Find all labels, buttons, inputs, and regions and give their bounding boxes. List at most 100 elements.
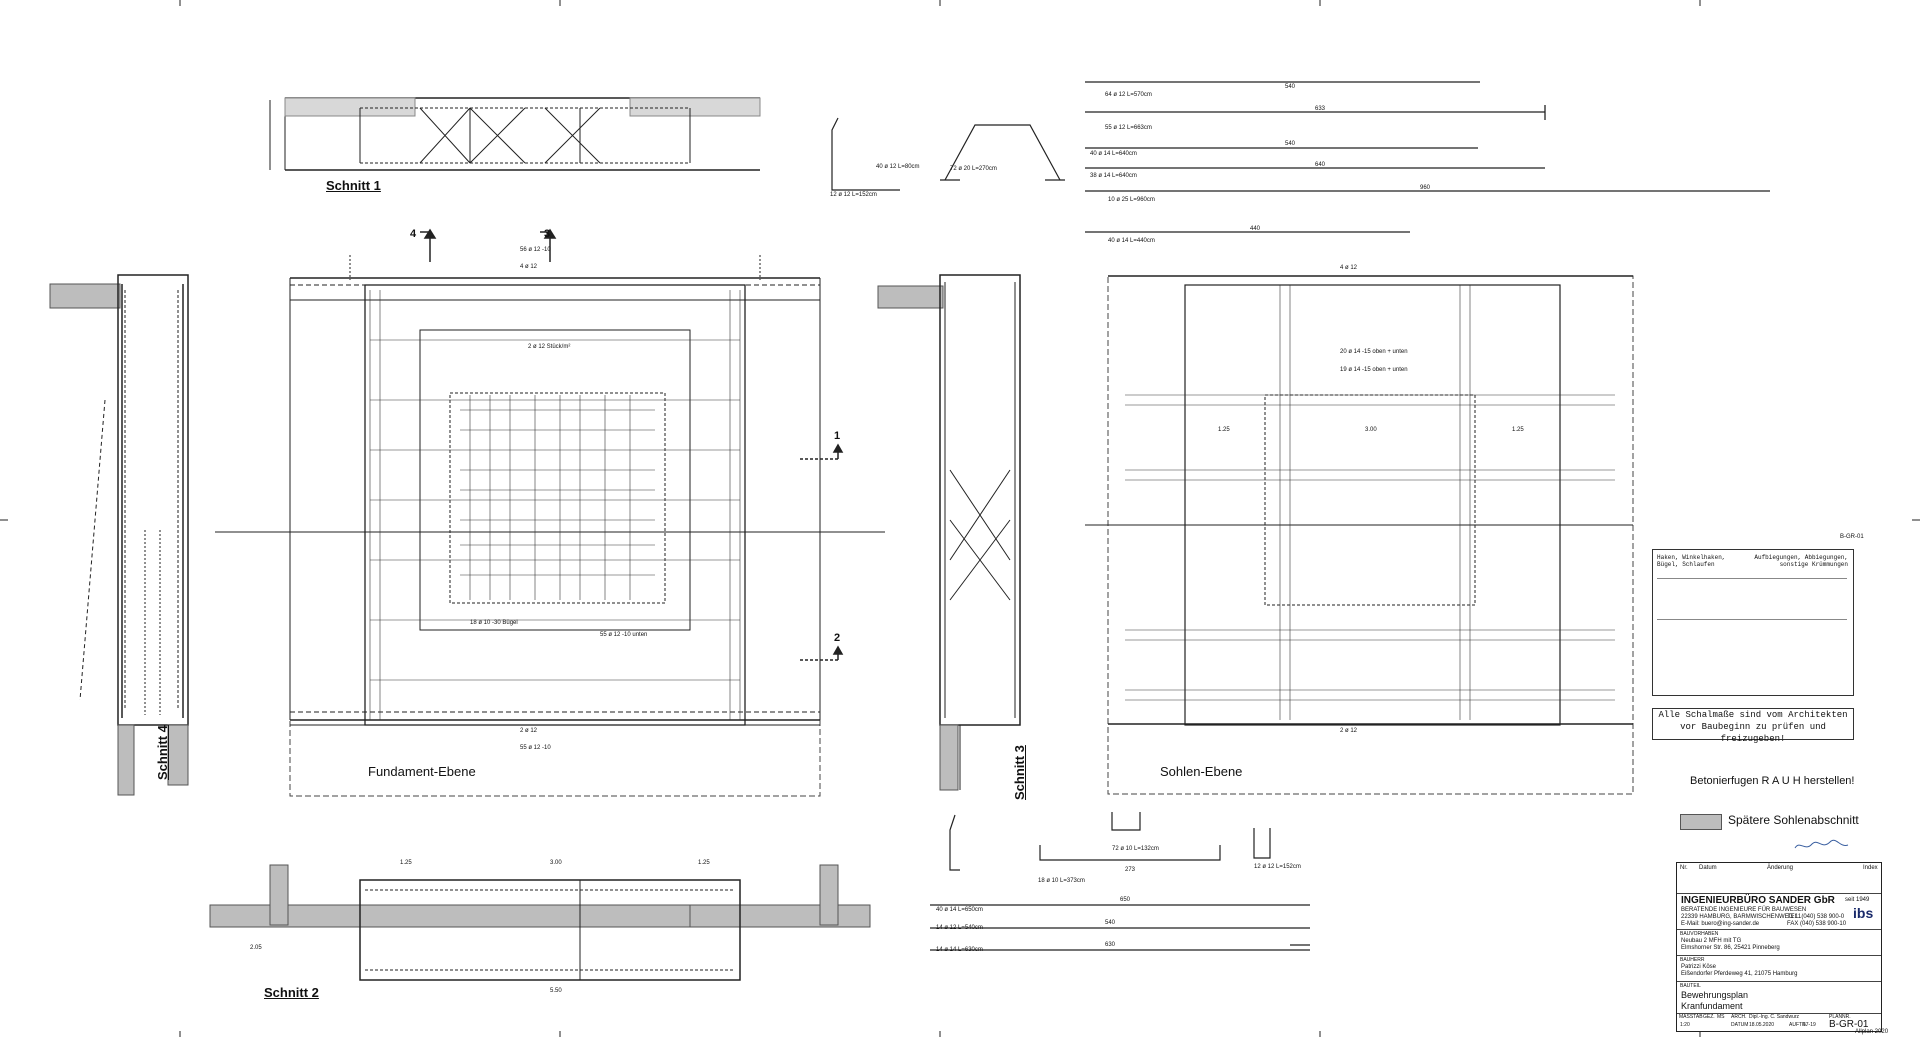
fundament-plan-title: Fundament-Ebene (368, 764, 476, 779)
section-marker-3: 3 (544, 228, 551, 240)
bend-table-shapes (1657, 578, 1847, 620)
tb-plannr: B-GR-01 (1829, 1019, 1869, 1030)
tb-massstab: 1:20 (1680, 1022, 1690, 1028)
schnitt-2-title: Schnitt 2 (264, 985, 319, 1000)
tb-auftr-label: AUFTR. (1789, 1022, 1808, 1028)
sohlen-plan-title: Sohlen-Ebene (1160, 764, 1243, 779)
schnitt-4-title: Schnitt 4 (155, 725, 170, 780)
tb-bauteil-label: BAUTEIL (1680, 983, 1701, 989)
dim-label: 273 (1125, 867, 1136, 873)
bar-shape-details (831, 117, 1065, 191)
plan-label: 2 ø 12 (1340, 728, 1358, 734)
tb-bauvorhaben-label: BAUVORHABEN (1680, 931, 1719, 937)
legend-swatch (1680, 814, 1722, 830)
dim-label: 540 (1105, 920, 1116, 926)
bar-label: 12 ø 12 L=152cm (830, 192, 877, 198)
dim-label: 540 (1285, 84, 1296, 90)
dim-label: 5.50 (550, 988, 562, 994)
plan-label: 56 ø 12 -10 (520, 247, 551, 253)
plan-label: 18 ø 10 -30 Bügel (470, 620, 518, 626)
bar-label: 40 ø 12 L=80cm (876, 164, 920, 170)
plan-label: 55 ø 12 -10 (520, 745, 551, 751)
section-marker-1: 1 (834, 430, 841, 442)
tb-col-datum: Datum (1699, 865, 1717, 871)
tb-plannr-label: PLANNR. (1829, 1014, 1851, 1020)
bending-table: Haken, Winkelhaken, Bügel, Schlaufen Auf… (1652, 549, 1854, 696)
dim-label: 633 (1315, 106, 1326, 112)
tb-massstab-label: MASSTAB (1679, 1014, 1703, 1020)
tb-bauherr-1: Patrizzi Köse (1681, 964, 1717, 970)
tb-ges: MS (1717, 1014, 1725, 1020)
tb-col-nr: Nr. (1680, 865, 1688, 871)
tb-col-index: Index (1863, 865, 1878, 871)
tb-datum: 18.05.2020 (1749, 1022, 1775, 1028)
plan-label: 2 ø 12 (520, 728, 538, 734)
bar-label: 40 ø 14 L=640cm (1090, 151, 1137, 157)
fundament-plan (215, 255, 885, 797)
tb-bauteil-1: Bewehrungsplan (1681, 990, 1749, 1000)
title-block: Nr. Datum Änderung Index INGENIEURBÜRO S… (1676, 862, 1882, 1032)
legend-label: Spätere Sohlenabschnitt (1728, 813, 1859, 827)
bar-list-lines-bottom (930, 904, 1310, 951)
dim-label: 1.25 (400, 860, 412, 866)
tb-arch: Dipl.-Ing. C. Sandwurz (1749, 1014, 1800, 1020)
plan-label: 2 ø 12 Stück/m² (528, 344, 571, 350)
tb-fax: FAX (040) 538 900-10 (1787, 921, 1847, 927)
dim-label: 1.25 (1218, 427, 1230, 433)
bar-label: 72 ø 10 L=132cm (1112, 846, 1159, 852)
dim-label: 1.25 (698, 860, 710, 866)
tb-addr: 22339 HAMBURG, BARMWISCHENWEG 11 (1681, 914, 1802, 920)
software-label: Allplan 2020 (1855, 1029, 1889, 1035)
sohlen-plan (1085, 275, 1634, 795)
bar-label: 14 ø 12 L=540cm (936, 925, 983, 931)
section-arrows (420, 228, 844, 661)
dim-label: 630 (1105, 942, 1116, 948)
signature-mark (1794, 839, 1849, 849)
tb-bauvorhaben-2: Elmshorner Str. 86, 25421 Pinneberg (1681, 945, 1780, 951)
tb-auftr: 57-19 (1803, 1022, 1816, 1028)
bend-table-header-right: Aufbiegungen, Abbiegungen, sonstige Krüm… (1754, 554, 1848, 568)
tb-tel: TEL. (040) 538 900-0 (1787, 914, 1845, 920)
schnitt-3-drawing (877, 274, 1021, 791)
bar-shape-details-bottom (949, 812, 1271, 871)
dim-label: 1.25 (1512, 427, 1524, 433)
section-marker-2: 2 (834, 632, 841, 644)
plan-label: 19 ø 14 -15 oben + unten (1340, 367, 1408, 373)
dim-label: 540 (1285, 141, 1296, 147)
bar-label: 72 ø 20 L=270cm (950, 166, 997, 172)
plan-label: 4 ø 12 (520, 264, 538, 270)
bar-label: 12 ø 12 L=152cm (1254, 864, 1301, 870)
schnitt-1-title: Schnitt 1 (326, 178, 381, 193)
schnitt-3-title: Schnitt 3 (1012, 745, 1027, 800)
plan-label: 4 ø 12 (1340, 265, 1358, 271)
tb-logo: ibs (1853, 905, 1874, 921)
tb-col-aenderung: Änderung (1767, 865, 1794, 871)
tb-bauvorhaben-1: Neubau 2 MFH mit TG (1681, 938, 1742, 944)
dim-label: 3.00 (550, 860, 562, 866)
bar-label: 64 ø 12 L=570cm (1105, 92, 1152, 98)
sheet-ref-label: B-GR-01 (1840, 534, 1864, 540)
sohlen-rebar-mesh (1125, 285, 1615, 720)
tb-subtitle: BERATENDE INGENIEURE FÜR BAUWESEN (1681, 907, 1807, 913)
bar-label: 38 ø 14 L=640cm (1090, 173, 1137, 179)
schnitt-2-drawing (209, 864, 871, 981)
bar-list-lines (1085, 81, 1770, 233)
dim-label: 3.00 (1365, 427, 1377, 433)
dim-label: 2.05 (250, 945, 262, 951)
tb-company: INGENIEURBÜRO SANDER GbR (1681, 895, 1835, 906)
schnitt-4-drawing (49, 274, 189, 796)
dim-label: 640 (1315, 162, 1326, 168)
bar-label: 10 ø 25 L=960cm (1108, 197, 1155, 203)
bend-table-header-left: Haken, Winkelhaken, Bügel, Schlaufen (1657, 554, 1726, 568)
schnitt-1-drawing (269, 97, 761, 171)
tb-since: seit 1949 (1845, 897, 1870, 903)
tb-ges-label: GEZ. (1703, 1014, 1715, 1020)
bar-label: 14 ø 14 L=630cm (936, 947, 983, 953)
bar-label: 40 ø 14 L=650cm (936, 907, 983, 913)
betonierfugen-note: Betonierfugen R A U H herstellen! (1690, 775, 1855, 787)
fundament-rebar-mesh (369, 290, 741, 720)
tb-bauherr-2: Eißendorfer Pferdeweg 41, 21075 Hamburg (1681, 971, 1798, 977)
dim-label: 440 (1250, 226, 1261, 232)
